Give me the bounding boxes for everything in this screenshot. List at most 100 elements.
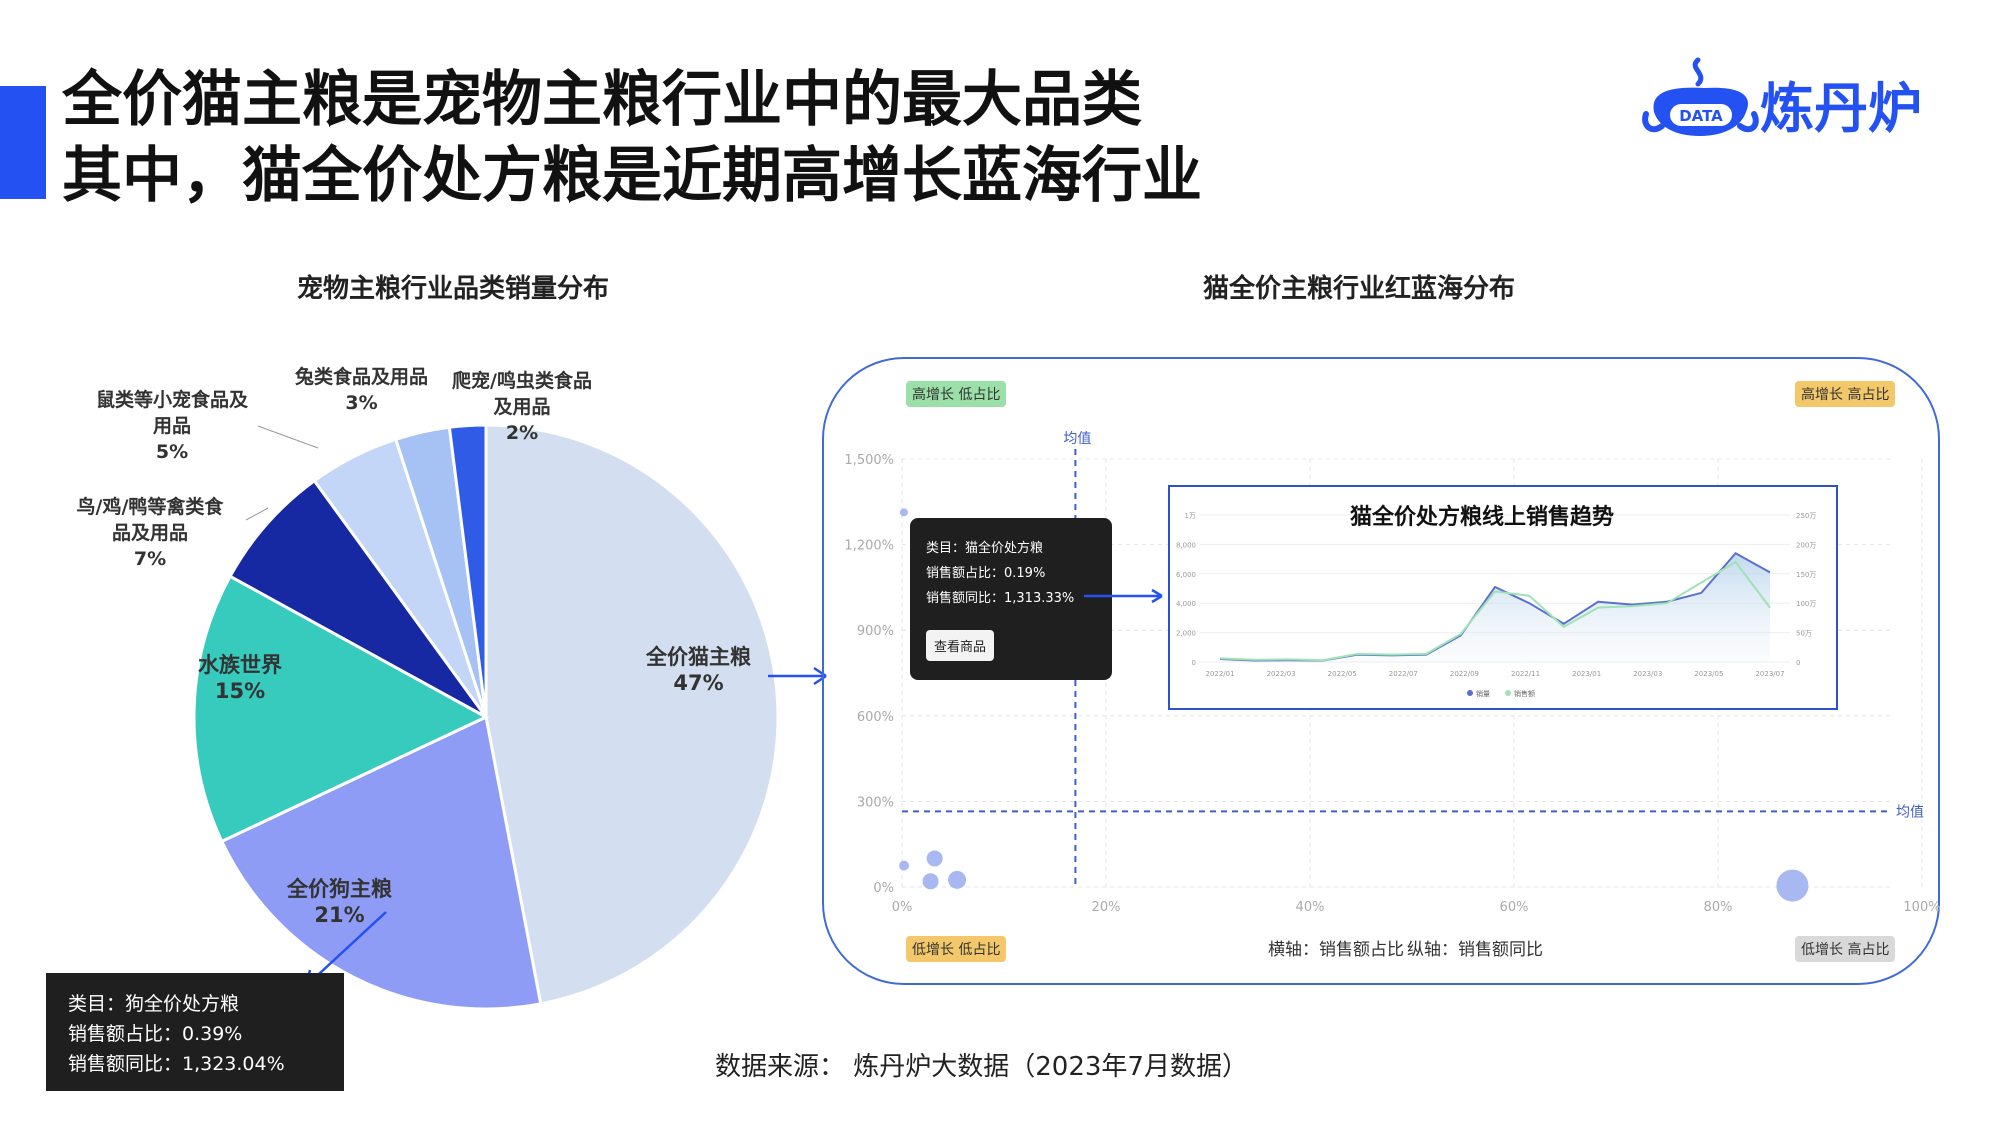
trend-y-right-tick: 50万 [1796, 630, 1812, 638]
x-axis-caption: 横轴：销售额占比 [1268, 940, 1404, 960]
scatter-point-2[interactable] [926, 850, 943, 867]
data-source: 数据来源： 炼丹炉大数据（2023年7月数据） [715, 1052, 1248, 1082]
pie-label-rodent: 鼠类等小宠食品及用品 5% [96, 387, 248, 465]
pie-label-rabbit: 兔类食品及用品 3% [295, 364, 428, 416]
pie-label-dog-food-name: 全价狗主粮 [287, 877, 392, 901]
trend-legend-marker-0 [1467, 690, 1473, 696]
brand-logo: DATA 炼丹炉 [1642, 52, 1962, 142]
cat-tooltip-category: 类目：猫全价处方粮 [926, 541, 1044, 556]
pie-label-reptile-pct: 2% [505, 422, 539, 444]
trend-x-tick: 2023/07 [1755, 670, 1784, 678]
scatter-x-tick: 100% [1903, 900, 1940, 915]
pie-label-cat-food: 全价猫主粮 47% [646, 644, 751, 696]
pie-label-rodent-name: 鼠类等小宠食品及用品 [96, 389, 249, 437]
scatter-x-tick: 80% [1704, 900, 1733, 915]
quadrant-bottom-right: 低增长 高占比 [1795, 936, 1896, 962]
tooltip-arrow [1084, 588, 1163, 604]
pie-label-rabbit-pct: 3% [345, 392, 378, 414]
quadrant-top-left: 高增长 低占比 [906, 381, 1007, 407]
trend-x-tick: 2023/05 [1694, 670, 1723, 678]
pie-label-aquatic-pct: 15% [214, 679, 266, 703]
cat-tooltip: 类目：猫全价处方粮 销售额占比：0.19% 销售额同比：1,313.33% 查看… [910, 518, 1112, 680]
scatter-y-tick: 0% [873, 881, 894, 896]
scatter-chart: 0%300%600%900%1,200%1,500%0%20%40%60%80%… [844, 431, 1940, 915]
trend-y-left-tick: 1万 [1185, 512, 1196, 520]
pie-slice-0[interactable] [484, 423, 780, 1006]
trend-x-tick: 2022/11 [1511, 670, 1540, 678]
scatter-frame [822, 357, 1940, 985]
mean-y-label: 均值 [1896, 804, 1924, 820]
scatter-chart-title: 猫全价主粮行业红蓝海分布 [1203, 274, 1516, 304]
scatter-x-tick: 20% [1092, 900, 1121, 915]
trend-y-right-tick: 200万 [1796, 541, 1816, 549]
dog-tooltip-yoy: 销售额同比：1,323.04% [68, 1053, 285, 1075]
pie-chart [192, 423, 827, 1011]
trend-x-tick: 2023/03 [1633, 670, 1662, 678]
dog-tooltip-category: 类目：狗全价处方粮 [68, 993, 240, 1015]
view-products-button[interactable]: 查看商品 [926, 630, 995, 661]
pie-slice-1[interactable] [219, 714, 543, 1011]
scatter-y-tick: 1,200% [844, 539, 894, 554]
scatter-x-tick: 40% [1296, 900, 1325, 915]
trend-y-right-tick: 150万 [1796, 571, 1816, 579]
logo-badge-text: DATA [1679, 107, 1723, 125]
scatter-x-tick: 60% [1500, 900, 1529, 915]
cauldron-icon: DATA [1642, 57, 1759, 136]
pie-label-aquatic-name: 水族世界 [198, 653, 282, 677]
quadrant-bottom-left: 低增长 低占比 [906, 936, 1007, 962]
scatter-y-tick: 600% [857, 710, 894, 725]
trend-legend-label-1: 销售额 [1514, 689, 1535, 698]
trend-legend-marker-1 [1505, 690, 1511, 696]
pie-label-reptile-name: 爬宠/鸣虫类食品及用品 [452, 370, 592, 418]
mean-x-label: 均值 [1063, 431, 1091, 447]
trend-x-tick: 2022/09 [1450, 670, 1479, 678]
y-axis-caption: 纵轴：销售额同比 [1407, 940, 1543, 960]
pie-label-reptile: 爬宠/鸣虫类食品及用品 2% [452, 368, 592, 446]
cat-tooltip-yoy: 销售额同比：1,313.33% [926, 591, 1075, 606]
headline-line-1: 全价猫主粮是宠物主粮行业中的最大品类 [62, 65, 1142, 135]
trend-y-left-tick: 0 [1192, 659, 1196, 667]
trend-y-left-tick: 8,000 [1176, 541, 1196, 549]
scatter-point-0[interactable] [899, 508, 908, 517]
pie-label-dog-food-pct: 21% [314, 903, 365, 927]
trend-x-tick: 2022/01 [1205, 670, 1234, 678]
pie-label-poultry-name: 鸟/鸡/鸭等禽类食品及用品 [76, 496, 224, 544]
pie-label-aquatic: 水族世界 15% [198, 652, 282, 704]
trend-line-1 [1219, 560, 1771, 662]
brand-name: 炼丹炉 [1760, 77, 1922, 140]
pie-slice-6[interactable] [447, 423, 488, 718]
trend-y-left-tick: 4,000 [1176, 600, 1196, 608]
pie-label-dog-food: 全价狗主粮 21% [287, 876, 392, 928]
pie-label-cat-food-name: 全价猫主粮 [646, 645, 751, 669]
trend-x-tick: 2022/03 [1267, 670, 1296, 678]
scatter-x-tick: 0% [892, 900, 913, 915]
scatter-y-tick: 1,500% [844, 453, 894, 468]
pie-label-poultry: 鸟/鸡/鸭等禽类食品及用品 7% [70, 494, 230, 572]
accent-bar [0, 86, 46, 199]
quadrant-top-right: 高增长 高占比 [1795, 381, 1896, 407]
trend-y-right-tick: 0 [1796, 659, 1800, 667]
headline-line-2: 其中，猫全价处方粮是近期高增长蓝海行业 [62, 141, 1202, 211]
dog-tooltip: 类目：狗全价处方粮 销售额占比：0.39% 销售额同比：1,323.04% [46, 973, 344, 1091]
pie-label-rodent-pct: 5% [155, 441, 189, 463]
dog-tooltip-share: 销售额占比：0.39% [68, 1023, 243, 1045]
scatter-y-tick: 300% [857, 795, 894, 810]
scatter-point-4[interactable] [948, 870, 967, 889]
scatter-point-3[interactable] [922, 873, 939, 890]
scatter-point-5[interactable] [1776, 869, 1809, 902]
trend-y-left-tick: 2,000 [1176, 630, 1196, 638]
trend-x-tick: 2022/05 [1328, 670, 1357, 678]
pie-slice-2[interactable] [192, 574, 490, 844]
pie-label-poultry-pct: 7% [133, 548, 167, 570]
trend-y-right-tick: 250万 [1796, 512, 1816, 520]
trend-legend-label-0: 销量 [1476, 689, 1490, 698]
scatter-point-1[interactable] [899, 860, 910, 871]
cat-tooltip-share: 销售额占比：0.19% [926, 566, 1046, 581]
pie-chart-title: 宠物主粮行业品类销量分布 [297, 274, 610, 304]
trend-y-right-tick: 100万 [1796, 600, 1816, 608]
trend-area [1220, 553, 1770, 662]
trend-chart-title: 猫全价处方粮线上销售趋势 [1350, 505, 1615, 530]
pie-slice-3[interactable] [228, 478, 488, 719]
